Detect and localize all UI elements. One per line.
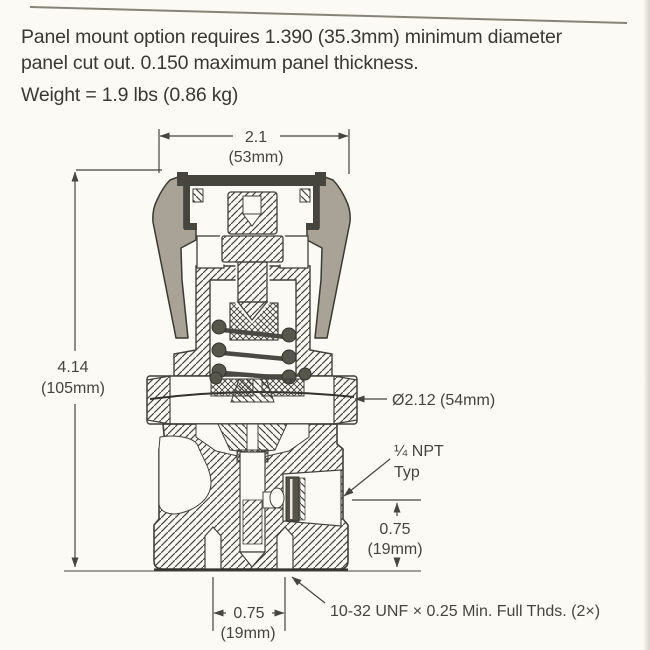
label-height-mm: (105mm) — [41, 380, 105, 397]
cap-right-step — [315, 172, 326, 186]
label-port-height-mm: (19mm) — [367, 541, 422, 558]
cap-left-tab — [184, 186, 190, 230]
weight-note: Weight = 1.9 lbs (0.86 kg) — [21, 84, 239, 106]
inlet-passage — [158, 435, 212, 515]
flange-clamp-left — [146, 375, 171, 425]
page-edge-shadow — [643, 0, 650, 650]
knob-right-section — [306, 175, 351, 339]
cap-right-tab — [313, 186, 319, 230]
screw-stem — [237, 261, 268, 303]
label-port-height-in: 0.75 — [379, 521, 410, 538]
outlet-port — [269, 469, 342, 527]
dimension-left-height — [64, 169, 421, 572]
bonnet-insert-right — [299, 188, 311, 203]
cap-right-foot — [306, 223, 319, 230]
page-border-line — [29, 6, 628, 24]
screw-tip — [236, 301, 269, 322]
poppet-tip — [238, 551, 267, 568]
panel-mount-note: Panel mount option requires 1.390 (35.3m… — [21, 24, 621, 76]
mounting-hole-right — [276, 526, 294, 570]
cap-bar — [177, 175, 326, 186]
label-height-in: 4.14 — [57, 359, 88, 376]
poppet-spring — [242, 499, 263, 545]
adjusting-screw — [219, 189, 286, 324]
panel-mount-note-line1: Panel mount option requires 1.390 (35.3m… — [21, 26, 562, 48]
diaphragm-plate — [209, 367, 312, 403]
label-npt-line1: ¼ NPT — [394, 443, 444, 460]
label-top-width-mm: (53mm) — [228, 149, 283, 166]
knob-cap — [177, 172, 326, 230]
label-hole-spacing-in: 0.75 — [233, 605, 264, 622]
screw-socket — [242, 195, 262, 215]
npt-leader — [343, 458, 391, 497]
label-thread-note: 10-32 UNF × 0.25 Min. Full Thds. (2×) — [330, 603, 600, 620]
dimension-hole-spacing — [212, 577, 286, 631]
adjusting-knob — [152, 175, 351, 339]
stem-guide-right — [257, 423, 288, 453]
dimension-top-width — [158, 129, 350, 174]
label-body-diameter: Ø2.12 (54mm) — [392, 392, 495, 409]
mounting-hole-left — [204, 526, 222, 570]
label-npt-line2: Typ — [394, 464, 420, 481]
label-hole-spacing-mm: (19mm) — [220, 625, 275, 642]
spring-coil — [211, 319, 227, 335]
bonnet-insert-left — [192, 188, 204, 203]
flange-clamp-right — [333, 375, 358, 425]
cap-left-step — [177, 172, 188, 186]
panel-mount-note-line2: panel cut out. 0.150 maximum panel thick… — [21, 52, 419, 74]
dimension-port-height — [352, 499, 421, 568]
cap-left-foot — [184, 223, 197, 230]
knob-left-section — [152, 175, 197, 339]
screw-collar — [221, 235, 284, 263]
label-top-width-in: 2.1 — [245, 129, 267, 146]
poppet-assembly — [238, 451, 284, 568]
thread-leader — [291, 576, 326, 604]
